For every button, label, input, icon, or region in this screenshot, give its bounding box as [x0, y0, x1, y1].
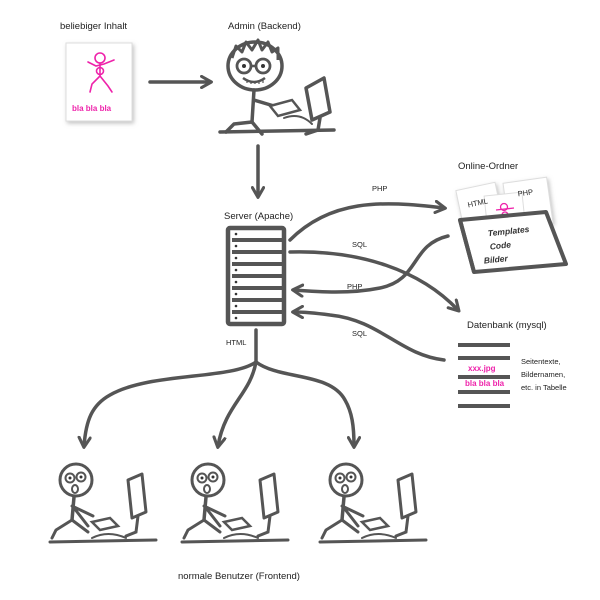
arrow-to-user-1 [84, 360, 258, 446]
server-rack-icon [225, 225, 287, 327]
php-out-label: PHP [372, 184, 387, 193]
db-note-1: Seitentexte, [521, 357, 561, 366]
html-label: HTML [226, 338, 246, 347]
user-3-icon [318, 462, 428, 544]
stick-figure-icon [87, 52, 115, 93]
db-note-3: etc. in Tabelle [521, 383, 567, 392]
db-note-2: Bildernamen, [521, 370, 565, 379]
arrow-to-user-3 [254, 360, 354, 446]
php-back-label: PHP [347, 282, 362, 291]
server-label: Server (Apache) [224, 211, 293, 222]
db-row-file: xxx.jpg [468, 364, 496, 373]
folder-line-code: Code [489, 239, 511, 251]
doc-php-label: PHP [517, 187, 534, 198]
content-card [65, 42, 133, 122]
arrow-sql-to-database [288, 250, 458, 310]
users-label: normale Benutzer (Frontend) [178, 571, 300, 582]
admin-figure-icon [218, 38, 336, 136]
content-caption: bla bla bla [72, 104, 112, 113]
folder-icon: HTML PHP [455, 176, 568, 274]
arrow-php-back [294, 234, 450, 292]
database-table-icon [458, 343, 510, 408]
database-label: Datenbank (mysql) [467, 320, 547, 331]
folder-line-images: Bilder [483, 253, 509, 266]
arrow-to-user-2 [218, 360, 258, 446]
doc-html-label: HTML [467, 196, 489, 209]
user-1-icon [48, 462, 158, 544]
arrow-php-to-folder [288, 204, 444, 242]
admin-label: Admin (Backend) [228, 21, 301, 32]
arrow-sql-back [294, 312, 446, 362]
folder-line-templates: Templates [487, 224, 530, 238]
user-2-icon [180, 462, 290, 544]
sql-out-label: SQL [352, 240, 367, 249]
online-folder-label: Online-Ordner [458, 161, 518, 172]
content-label: beliebiger Inhalt [60, 21, 127, 32]
db-row-text: bla bla bla [465, 379, 505, 388]
sql-back-label: SQL [352, 329, 367, 338]
